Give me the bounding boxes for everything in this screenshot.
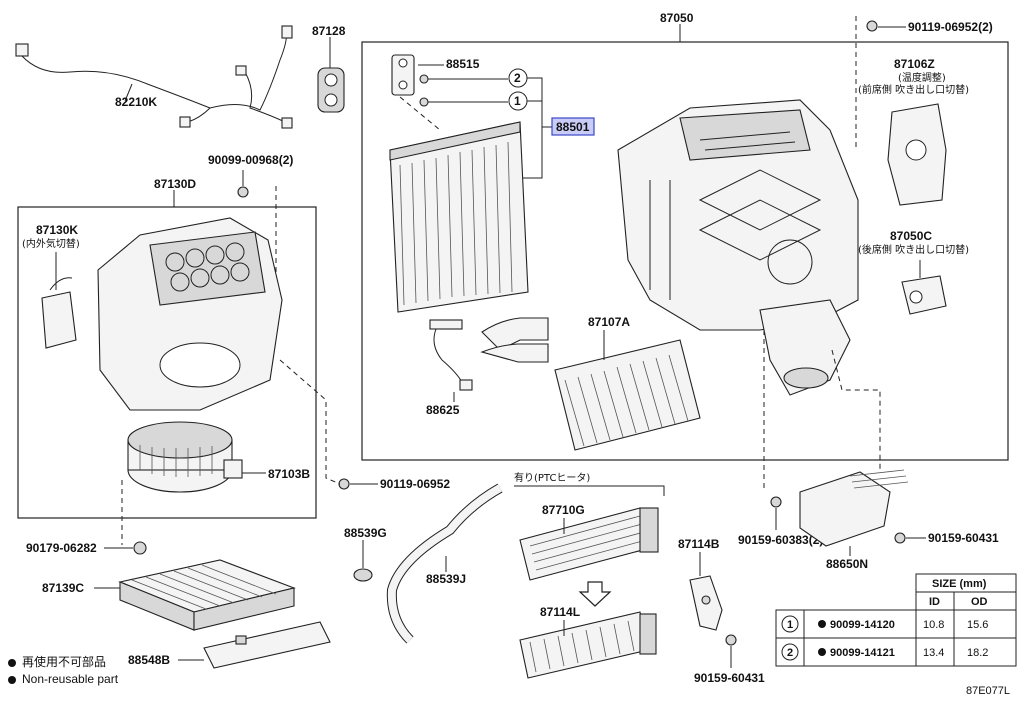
clip-90179-06282[interactable]	[133, 541, 147, 555]
legend: 再使用不可部品 Non-reusable part	[8, 654, 118, 688]
servo-87130k[interactable]	[41, 277, 77, 349]
table-row1-id: 10.8	[923, 619, 944, 631]
part-label-87130k[interactable]: 87130K	[36, 223, 78, 237]
size-table-title: SIZE (mm)	[932, 578, 987, 590]
part-note-87106z-front: (前席側 吹き出し口切替)	[858, 83, 969, 96]
size-table-col-id: ID	[929, 596, 940, 608]
part-label-87107a[interactable]: 87107A	[588, 315, 630, 329]
part-label-90179-06282[interactable]: 90179-06282	[26, 541, 97, 555]
selected-part-88501-box[interactable]	[551, 117, 595, 136]
heater-87114l[interactable]	[519, 611, 657, 679]
hvac-case-87050[interactable]	[617, 99, 859, 396]
legend-row-jp: 再使用不可部品	[8, 654, 118, 671]
control-module-88650n[interactable]	[799, 469, 909, 547]
part-label-90159-60383-2[interactable]: 90159-60383(2)	[738, 533, 823, 547]
table-row2-callout	[781, 643, 799, 661]
screw-90159-60431-right[interactable]	[894, 532, 906, 544]
legend-row-en: Non-reusable part	[8, 671, 118, 688]
part-label-90159-60431-right[interactable]: 90159-60431	[928, 531, 999, 545]
part-label-90119-06952-2[interactable]: 90119-06952(2)	[908, 20, 993, 34]
size-table-col-od: OD	[971, 596, 988, 608]
part-label-87050c[interactable]: 87050C	[890, 229, 932, 243]
table-row1-ref: 1	[787, 619, 793, 631]
actuator-87106z[interactable]	[887, 103, 947, 206]
part-label-90159-60431-bottom[interactable]: 90159-60431	[694, 671, 765, 685]
table-row2-ref: 2	[787, 647, 793, 659]
part-label-88539j[interactable]: 88539J	[426, 572, 466, 586]
blower-motor-87103b[interactable]	[127, 421, 243, 493]
screw-90099-00968[interactable]	[237, 186, 249, 198]
legend-text-en: Non-reusable part	[22, 672, 119, 686]
blower-case-87130d[interactable]	[97, 217, 283, 411]
part-label-88650n[interactable]: 88650N	[826, 557, 868, 571]
part-label-87139c[interactable]: 87139C	[42, 581, 84, 595]
part-label-88501[interactable]: 88501	[556, 120, 590, 134]
table-row2-id: 13.4	[923, 647, 944, 659]
part-label-90099-00968-2[interactable]: 90099-00968(2)	[208, 153, 293, 167]
down-arrow-icon	[578, 581, 612, 607]
thermistor-88625[interactable]	[429, 319, 473, 391]
part-note-87130k: (内外気切替)	[22, 237, 80, 250]
part-label-87128[interactable]: 87128	[312, 24, 346, 38]
callout-2-label: 2	[514, 71, 521, 85]
actuator-87050c[interactable]	[901, 275, 947, 315]
ptc-heater-87710g[interactable]	[519, 507, 659, 581]
part-label-87710g[interactable]: 87710G	[542, 503, 585, 517]
part-label-88539g[interactable]: 88539G	[344, 526, 387, 540]
part-label-88548b[interactable]: 88548B	[128, 653, 170, 667]
table-row1-part[interactable]: 90099-14120	[830, 619, 895, 631]
part-label-87130d[interactable]: 87130D	[154, 177, 196, 191]
legend-dot-icon	[8, 658, 16, 667]
o-ring-1[interactable]	[419, 97, 429, 107]
part-label-87114b[interactable]: 87114B	[678, 537, 720, 551]
part-label-87103b[interactable]: 87103B	[268, 467, 310, 481]
legend-text-jp: 再使用不可部品	[22, 655, 107, 669]
screw-90159-60383[interactable]	[770, 496, 782, 508]
table-row2-od: 18.2	[967, 647, 988, 659]
figure-code: 87E077L	[965, 685, 1010, 697]
part-label-87106z[interactable]: 87106Z	[894, 57, 935, 71]
table-row1-callout	[781, 615, 799, 633]
table-row2-nonreusable-dot	[818, 648, 826, 656]
blower-unit-frame	[17, 206, 317, 519]
cover-88548b[interactable]	[203, 621, 331, 669]
wire-harness-82210k[interactable]	[15, 25, 293, 129]
cabin-filter-87139c[interactable]	[118, 559, 296, 631]
part-note-87106z-temp: (温度調整)	[898, 71, 946, 84]
part-label-87050[interactable]: 87050	[660, 11, 694, 25]
ptc-heater-note: 有り(PTCヒータ)	[514, 471, 590, 484]
grommet-88539g[interactable]	[353, 568, 373, 582]
part-label-82210k[interactable]: 82210K	[115, 95, 157, 109]
legend-dot-icon	[8, 675, 16, 684]
screw-90159-60431-bottom[interactable]	[725, 634, 737, 646]
table-row1-od: 15.6	[967, 619, 988, 631]
grommet-87128[interactable]	[317, 67, 345, 113]
bracket-87114b[interactable]	[689, 575, 723, 631]
drain-hose-88539j[interactable]	[386, 483, 503, 644]
screw-90119-06952[interactable]	[338, 478, 350, 490]
part-note-87050c: (後席側 吹き出し口切替)	[858, 243, 969, 256]
part-label-87114l[interactable]: 87114L	[540, 605, 580, 619]
hvac-unit-frame	[361, 41, 1009, 461]
part-label-88625[interactable]: 88625	[426, 403, 460, 417]
part-label-88515[interactable]: 88515	[446, 57, 480, 71]
size-table: SIZE (mm) ID OD 1 90099-14120 10.8 15.6 …	[775, 573, 1017, 667]
part-label-90119-06952[interactable]: 90119-06952	[380, 477, 450, 491]
heater-core-87107a[interactable]	[480, 317, 701, 451]
screw-90119-06952-2[interactable]	[866, 20, 878, 32]
evaporator-core[interactable]	[389, 121, 529, 313]
callout-1-label: 1	[514, 94, 521, 108]
table-row2-part[interactable]: 90099-14121	[830, 647, 895, 659]
table-row1-nonreusable-dot	[818, 620, 826, 628]
expansion-valve-88515[interactable]	[391, 54, 415, 96]
o-ring-2[interactable]	[419, 74, 429, 84]
